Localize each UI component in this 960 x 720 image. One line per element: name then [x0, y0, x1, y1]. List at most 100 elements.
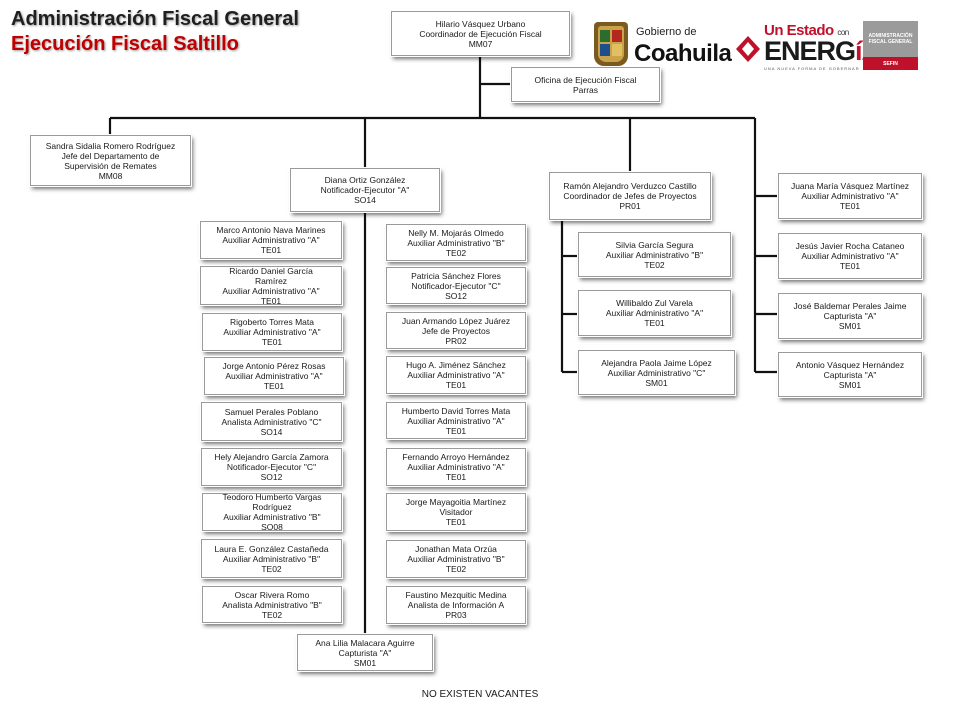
org-node-line: MM07 — [468, 38, 493, 49]
gobierno-coahuila-logo: Gobierno de Coahuila — [594, 20, 732, 70]
org-node-line: Parras — [572, 84, 599, 95]
org-node-line: TE01 — [445, 472, 467, 482]
org-node-line: Sandra Sidalia Romero Rodríguez — [45, 140, 176, 151]
page-title: Administración Fiscal General — [11, 8, 299, 30]
org-node-line: Diana Ortiz González — [324, 175, 406, 185]
org-node-line: TE01 — [839, 261, 861, 271]
org-node-line: Rodríguez — [252, 502, 292, 512]
org-node-line: Teodoro Humberto Vargas — [222, 493, 322, 502]
org-node-line: Jesús Javier Rocha Cataneo — [795, 241, 905, 251]
org-node-line: Alejandra Paola Jaime López — [601, 357, 712, 368]
org-node-line: SO08 — [261, 522, 283, 531]
energia-logo-line1: Un Estado con — [764, 22, 849, 39]
afg-logo-line2: FISCAL GENERAL — [868, 39, 913, 45]
org-node-line: Ana Lilia Malacara Aguirre — [315, 637, 415, 648]
coahuila-logo-line2: Coahuila — [634, 40, 732, 67]
org-node-line: Supervisión de Remates — [64, 160, 157, 171]
org-node-line: Jefe de Proyectos — [421, 325, 491, 336]
org-node-line: Auxiliar Administrativo "C" — [607, 367, 706, 378]
org-node-line: Auxiliar Administrativo "A" — [801, 191, 899, 201]
afg-logo-bottom: SEFIN — [863, 57, 918, 70]
org-node-line: TE01 — [260, 295, 282, 305]
org-node-line: PR01 — [619, 201, 641, 211]
org-node-line: Samuel Perales Poblano — [224, 406, 319, 417]
org-node-line: Ramírez — [254, 275, 288, 286]
org-node-line: TE01 — [445, 380, 467, 390]
org-node-line: Auxiliar Administrativo "A" — [222, 235, 320, 245]
org-node-line: SM01 — [838, 321, 862, 331]
org-node-line: Analista Administrativo "C" — [221, 416, 322, 427]
org-node-line: Faustino Mezquitic Medina — [405, 590, 507, 600]
estado-energia-logo: Un Estado con ENERGíA UNA NUEVA FORMA DE… — [734, 22, 881, 72]
org-node-line: TE01 — [644, 318, 665, 328]
org-node-line: Auxiliar Administrativo "A" — [407, 415, 505, 426]
org-node-line: PR03 — [445, 610, 467, 620]
org-node-line: Marco Antonio Nava Marines — [216, 225, 326, 235]
org-node-line: TE02 — [445, 247, 467, 258]
org-node-line: Fernando Arroyo Hernández — [402, 452, 510, 462]
org-node-line: Jonathan Mata Orzúa — [415, 544, 497, 554]
org-node-line: Auxiliar Administrativo "B" — [605, 249, 704, 260]
org-node-line: José Baldemar Perales Jaime — [793, 301, 907, 311]
org-node-line: SM01 — [838, 379, 862, 390]
org-node-line: TE01 — [260, 245, 282, 255]
org-node-line: Jorge Antonio Pérez Rosas — [222, 361, 326, 371]
org-node-line: Auxiliar Administrativo "B" — [222, 553, 321, 564]
org-node-line: Auxiliar Administrativo "A" — [407, 370, 505, 380]
org-node-line: Willibaldo Zul Varela — [616, 298, 693, 308]
org-node-line: Capturista "A" — [823, 369, 877, 380]
org-node-line: Auxiliar Administrativo "B" — [407, 237, 505, 248]
org-node-line: SM01 — [353, 657, 377, 668]
coahuila-shield-icon — [594, 22, 628, 66]
org-node-line: SO12 — [445, 290, 467, 301]
org-node-line: Jefe del Departamento de — [61, 150, 160, 161]
org-node-line: Oficina de Ejecución Fiscal — [534, 74, 637, 85]
org-node-line: Coordinador de Jefes de Proyectos — [563, 191, 697, 201]
org-node-line: Jorge Mayagoitia Martínez — [405, 497, 507, 507]
afg-logo-line1: ADMINISTRACIÓN — [868, 33, 913, 39]
org-node-line: Auxiliar Administrativo "A" — [407, 462, 505, 472]
coahuila-logo-line1: Gobierno de — [636, 26, 697, 38]
org-node-line: Juan Armando López Juárez — [401, 315, 511, 326]
org-node-line: Laura E. González Castañeda — [214, 543, 329, 554]
org-node-line: Coordinador de Ejecución Fiscal — [419, 28, 542, 39]
org-node-line: Ramón Alejandro Verduzco Castillo — [563, 181, 697, 191]
footer-note: NO EXISTEN VACANTES — [421, 689, 539, 700]
afg-sefin-logo: ADMINISTRACIÓN FISCAL GENERAL SEFIN — [863, 21, 918, 70]
org-node-line: Auxiliar Administrativo "A" — [223, 327, 321, 337]
org-node-line: TE01 — [261, 337, 283, 347]
org-node-line: Silvia García Segura — [615, 239, 694, 250]
org-node-line: Nelly M. Mojarás Olmedo — [408, 227, 504, 238]
org-node-line: TE01 — [445, 517, 467, 527]
org-node-line: Auxiliar Administrativo "B" — [223, 512, 321, 522]
org-node-line: PR02 — [445, 335, 467, 346]
energia-logo-tagline: UNA NUEVA FORMA DE GOBERNAR — [764, 66, 860, 71]
org-node-line: Rigoberto Torres Mata — [230, 317, 314, 327]
org-node-line: TE02 — [261, 609, 283, 620]
org-node-line: TE02 — [261, 563, 282, 574]
